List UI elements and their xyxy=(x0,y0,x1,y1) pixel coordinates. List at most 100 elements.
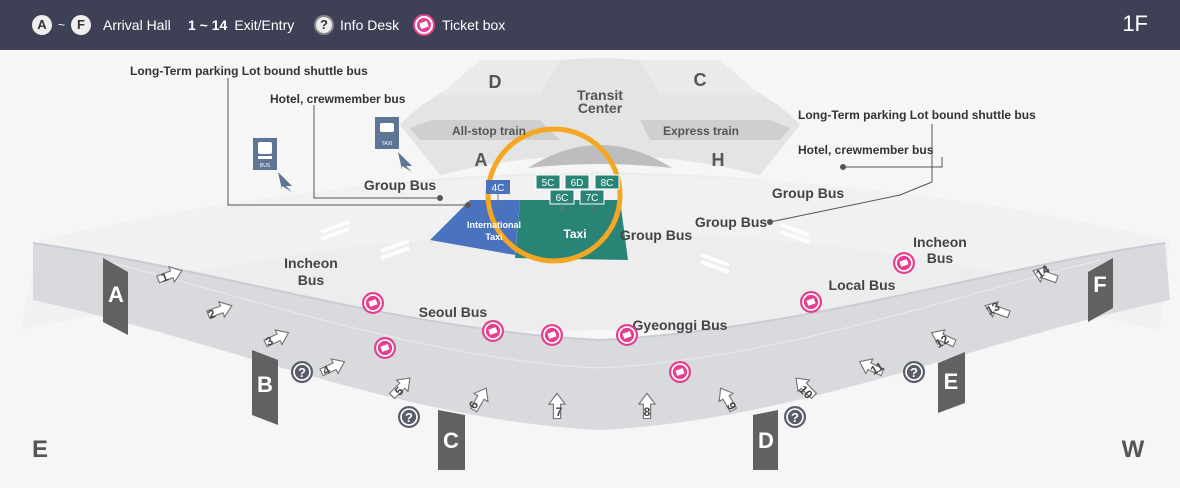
bus-arrow-icon xyxy=(278,172,292,192)
long-term-shuttle-label-right: Long-Term parking Lot bound shuttle bus xyxy=(798,108,1036,122)
incheon-bus-label-left-2: Bus xyxy=(298,272,325,288)
exit-12[interactable]: 12 xyxy=(927,324,959,352)
hall-d: D xyxy=(753,410,778,470)
legend-tilde: ~ xyxy=(58,18,66,32)
svg-text:C: C xyxy=(443,428,459,453)
all-stop-train-label: All-stop train xyxy=(452,124,526,138)
terminal-map-svg: BUS TAXI 4C 5C 6D 8C 6C 7C D C Transit C… xyxy=(0,50,1180,488)
gyeonggi-bus-label: Gyeonggi Bus xyxy=(633,317,728,333)
zone-a-label: A xyxy=(475,150,488,170)
svg-text:D: D xyxy=(758,428,774,453)
hotel-bus-label-left: Hotel, crewmember bus xyxy=(270,92,406,106)
exit-13[interactable]: 13 xyxy=(981,297,1013,323)
ticket-box-icon[interactable] xyxy=(669,361,691,383)
legend-bar: A ~ F Arrival Hall 1 ~ 14 Exit/Entry ? I… xyxy=(0,0,1180,50)
legend-info-desk-label: Info Desk xyxy=(340,17,400,33)
exit-5[interactable]: 5 xyxy=(385,371,417,403)
long-term-shuttle-label-left: Long-Term parking Lot bound shuttle bus xyxy=(130,64,368,78)
hall-letter-badge: F xyxy=(71,15,92,35)
svg-text:?: ? xyxy=(910,365,918,380)
bus-stop-6d: 6D xyxy=(564,174,590,190)
ticket-box-icon[interactable] xyxy=(616,324,638,346)
info-desk-icon[interactable]: ? xyxy=(291,361,313,383)
svg-text:1: 1 xyxy=(159,269,170,285)
legend-ticket-box: Ticket box xyxy=(413,0,505,50)
ticket-box-icon[interactable] xyxy=(482,320,504,342)
local-bus-label: Local Bus xyxy=(829,277,896,293)
legend-arrival-hall-label: Arrival Hall xyxy=(103,17,171,33)
international-taxi-area xyxy=(430,200,520,255)
svg-text:?: ? xyxy=(298,365,306,380)
exit-8[interactable]: 8 xyxy=(638,392,656,420)
highlight-circle xyxy=(485,126,623,264)
international-taxi-label-1: International xyxy=(467,220,521,230)
legend-arrival-hall: A ~ F Arrival Hall xyxy=(32,0,171,50)
svg-text:12: 12 xyxy=(933,332,952,351)
zone-h-label: H xyxy=(712,150,725,170)
hall-e: E xyxy=(938,352,965,413)
svg-text:5C: 5C xyxy=(542,178,555,189)
hall-c: C xyxy=(438,410,465,470)
info-desk-icon[interactable]: ? xyxy=(903,361,925,383)
svg-text:A: A xyxy=(108,282,124,307)
info-desk-icon[interactable]: ? xyxy=(784,406,806,428)
exit-1[interactable]: 1 xyxy=(154,262,186,288)
svg-text:6D: 6D xyxy=(571,178,584,189)
taxi-icon: TAXI xyxy=(375,117,399,149)
terminal-dome xyxy=(528,145,672,168)
bus-stop-5c: 5C xyxy=(535,174,561,190)
zone-d-label: D xyxy=(489,72,502,92)
hall-f: F xyxy=(1088,258,1113,322)
svg-text:2: 2 xyxy=(206,306,217,322)
exit-2[interactable]: 2 xyxy=(204,297,236,323)
svg-text:TAXI: TAXI xyxy=(382,141,393,147)
ticket-box-icon[interactable] xyxy=(374,337,396,359)
terminal-map: BUS TAXI 4C 5C 6D 8C 6C 7C D C Transit C… xyxy=(0,50,1180,488)
svg-text:4C: 4C xyxy=(492,183,505,194)
direction-west-label: W xyxy=(1122,436,1145,463)
hall-b: B xyxy=(252,350,278,425)
info-desk-icon: ? xyxy=(314,15,334,35)
exit-10[interactable]: 10 xyxy=(789,371,821,403)
legend-exit-entry-label: Exit/Entry xyxy=(234,17,295,33)
transit-center-label-2: Center xyxy=(578,100,623,116)
svg-text:?: ? xyxy=(791,410,799,425)
seoul-bus-label: Seoul Bus xyxy=(419,304,488,320)
group-bus-label-right-lower: Group Bus xyxy=(695,214,768,230)
info-desk-icon[interactable]: ? xyxy=(398,406,420,428)
ticket-box-icon xyxy=(413,14,435,36)
hall-letter-badge: A xyxy=(32,15,52,35)
svg-text:BUS: BUS xyxy=(260,163,271,169)
ticket-box-icon[interactable] xyxy=(893,252,915,274)
exit-7[interactable]: 7 xyxy=(548,392,566,420)
bus-stop-4c: 4C xyxy=(486,180,510,205)
exit-4[interactable]: 4 xyxy=(317,353,349,381)
express-train-label: Express train xyxy=(663,124,739,138)
exit-3[interactable]: 3 xyxy=(261,324,293,352)
svg-text:8: 8 xyxy=(644,405,651,419)
group-bus-label-left: Group Bus xyxy=(364,177,437,193)
incheon-bus-label-right-2: Bus xyxy=(927,250,954,266)
incheon-bus-label-right-1: Incheon xyxy=(913,234,967,250)
svg-text:7: 7 xyxy=(556,405,563,419)
svg-text:E: E xyxy=(944,369,959,394)
svg-text:6C: 6C xyxy=(556,193,569,204)
svg-text:8C: 8C xyxy=(601,178,614,189)
hotel-bus-label-right: Hotel, crewmember bus xyxy=(798,143,934,157)
taxi-label: Taxi xyxy=(563,227,586,241)
taxi-arrow-icon xyxy=(398,152,412,172)
legend-exit-range: 1 ~ 14 xyxy=(188,17,228,33)
svg-text:13: 13 xyxy=(984,299,1003,318)
group-bus-label-center: Group Bus xyxy=(620,227,693,243)
incheon-bus-label-left-1: Incheon xyxy=(284,255,338,271)
svg-text:?: ? xyxy=(405,410,413,425)
hall-a: A xyxy=(103,258,128,335)
direction-east-label: E xyxy=(32,436,48,463)
ticket-box-icon[interactable] xyxy=(541,324,563,346)
floor-label: 1F xyxy=(1122,11,1148,36)
ticket-box-icon[interactable] xyxy=(800,291,822,313)
bus-stop-6c: 6C xyxy=(549,189,575,212)
ticket-box-icon[interactable] xyxy=(362,292,384,314)
legend-info-desk: ? Info Desk xyxy=(314,0,399,50)
bus-icon: BUS xyxy=(253,138,277,170)
